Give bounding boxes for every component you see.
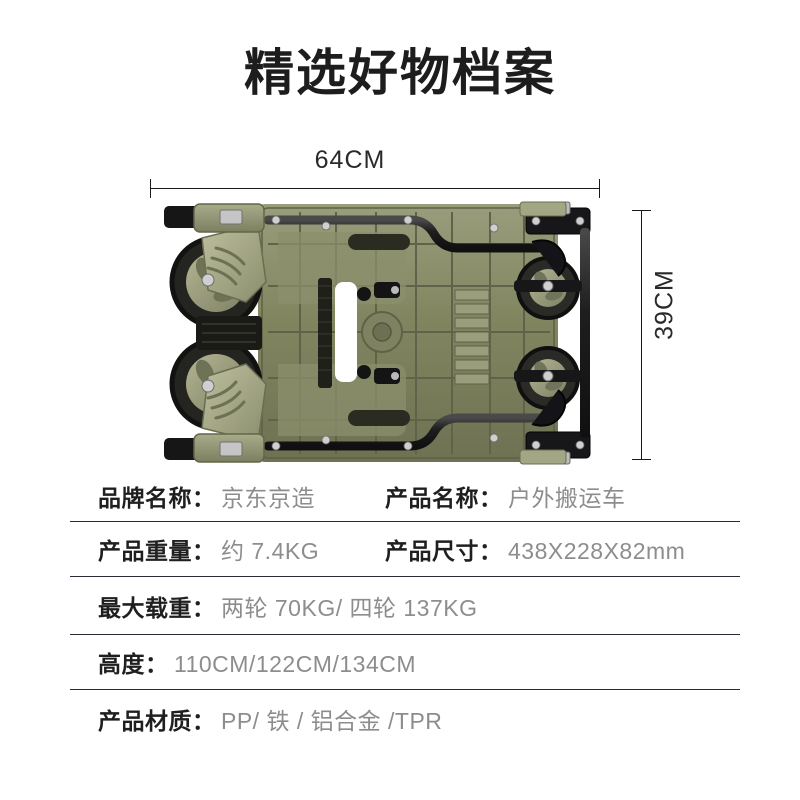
- spec-value: PP/ 铁 / 铝合金 /TPR: [221, 708, 443, 734]
- spec-value: 约 7.4KG: [221, 538, 320, 564]
- spec-cell-product-size: 产品尺寸 ： 438X228X82mm: [385, 532, 685, 566]
- spec-value: 两轮 70KG/ 四轮 137KG: [221, 594, 478, 621]
- spec-colon: ：: [192, 708, 215, 734]
- spec-label: 产品名称: [385, 484, 479, 511]
- page-title: 精选好物档案: [244, 45, 556, 101]
- spec-cell-material: 产品材质 ： PP/ 铁 / 铝合金 /TPR: [70, 702, 442, 736]
- spec-value: 438X228X82mm: [508, 538, 686, 564]
- dimension-height-line: [632, 210, 651, 460]
- dimension-height-label: 39CM: [650, 269, 679, 340]
- dimension-width-line: [150, 179, 600, 198]
- spec-label: 产品重量: [98, 538, 192, 564]
- table-row: 最大载重 ： 两轮 70KG/ 四轮 137KG: [70, 577, 740, 635]
- spec-cell-product-weight: 产品重量 ： 约 7.4KG: [70, 532, 385, 566]
- spec-value: 110CM/122CM/134CM: [174, 651, 417, 677]
- spec-label: 产品材质: [98, 708, 192, 734]
- spec-cell-height: 高度 ： 110CM/122CM/134CM: [70, 645, 416, 679]
- table-row: 高度 ： 110CM/122CM/134CM: [70, 635, 740, 690]
- spec-cell-product-name: 产品名称 ： 户外搬运车: [385, 479, 626, 513]
- spec-colon: ：: [479, 538, 502, 564]
- spec-value: 京东京造: [221, 484, 315, 511]
- spec-colon: ：: [192, 594, 215, 621]
- table-row: 产品重量 ： 约 7.4KG 产品尺寸 ： 438X228X82mm: [70, 522, 740, 577]
- spec-label: 最大载重: [98, 594, 192, 621]
- folded-cart-illustration: [164, 201, 591, 465]
- spec-cell-brand-name: 品牌名称 ： 京东京造: [70, 479, 385, 513]
- spec-label: 产品尺寸: [385, 538, 479, 564]
- spec-colon: ：: [192, 484, 215, 511]
- spec-colon: ：: [145, 651, 168, 677]
- spec-cell-max-load: 最大载重 ： 两轮 70KG/ 四轮 137KG: [70, 589, 477, 623]
- spec-label: 高度: [98, 651, 145, 677]
- spec-value: 户外搬运车: [508, 484, 626, 511]
- spec-label: 品牌名称: [98, 484, 192, 511]
- table-row: 产品材质 ： PP/ 铁 / 铝合金 /TPR: [70, 690, 740, 748]
- table-row: 品牌名称 ： 京东京造 产品名称 ： 户外搬运车: [70, 470, 740, 522]
- spec-colon: ：: [192, 538, 215, 564]
- spec-table: 品牌名称 ： 京东京造 产品名称 ： 户外搬运车 产品重量 ： 约 7.4KG …: [70, 470, 740, 748]
- spec-colon: ：: [479, 484, 502, 511]
- dimension-width-label: 64CM: [314, 146, 386, 174]
- product-image: [150, 198, 600, 468]
